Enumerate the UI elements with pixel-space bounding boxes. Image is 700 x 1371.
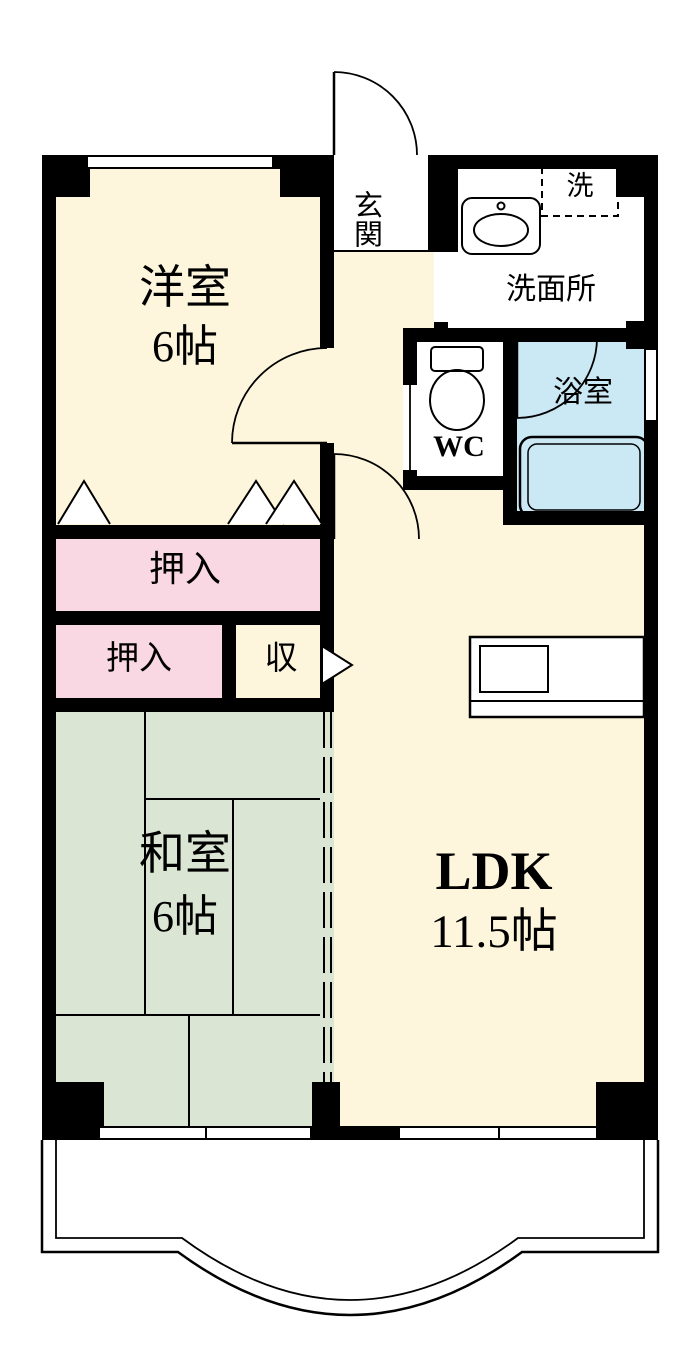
tatami-line xyxy=(188,1014,190,1126)
wall-wc-bath-divider xyxy=(503,328,517,525)
washing-machine-icon xyxy=(541,157,619,217)
block-bottom-mid xyxy=(312,1082,340,1140)
closet-lower-label: 押入 xyxy=(106,641,172,677)
wall-closet-bottom xyxy=(42,698,334,712)
wall-closet-mid xyxy=(42,611,334,625)
bath-door-arc xyxy=(515,337,598,419)
corner-block-bottom-right xyxy=(596,1082,658,1140)
window-western-top xyxy=(88,155,272,169)
western-room-label: 洋室 xyxy=(139,262,231,313)
entrance-label: 玄関 xyxy=(349,190,382,248)
tatami-line xyxy=(144,712,146,1014)
block-right-washroom-bath xyxy=(626,321,658,349)
corner-block-top-mid xyxy=(280,155,334,197)
room-wc-floor xyxy=(403,335,517,490)
window-ldk-bottom xyxy=(400,1126,596,1140)
laundry-label: 洗 xyxy=(566,171,594,201)
folding-door-icon xyxy=(57,479,323,525)
balcony-outline xyxy=(40,1140,660,1317)
western-room-size: 6帖 xyxy=(152,322,218,371)
block-entrance-washroom xyxy=(428,155,458,252)
window-japanese-bottom xyxy=(100,1126,310,1140)
wall-left xyxy=(42,155,56,1140)
entrance-door-arc xyxy=(332,71,418,156)
bath-label: 浴室 xyxy=(553,376,613,409)
ldk-label: LDK xyxy=(435,841,553,901)
japanese-room-size: 6帖 xyxy=(152,892,218,941)
room-closet-lower-floor xyxy=(42,611,236,712)
room-storage-floor xyxy=(222,611,334,712)
room-closet-upper-floor xyxy=(42,525,334,625)
wall-washroom-bottom xyxy=(403,328,658,342)
japanese-room-label: 和室 xyxy=(139,828,231,879)
ldk-door-arc xyxy=(332,453,420,540)
wall-closet-top xyxy=(42,525,334,539)
wall-western-hall-upper xyxy=(320,155,334,348)
storage-arrow-icon xyxy=(321,644,354,686)
closet-upper-label: 押入 xyxy=(148,549,221,589)
window-mullion xyxy=(498,1128,500,1138)
entrance-step-line xyxy=(334,250,428,252)
bathtub-icon xyxy=(518,435,650,519)
sliding-door-track xyxy=(323,712,332,1082)
window-bath-right xyxy=(644,350,658,420)
western-room-door-arc xyxy=(231,347,328,445)
window-mullion xyxy=(205,1128,207,1138)
washroom-label: 洗面所 xyxy=(506,273,596,306)
wall-closet-storage-divider xyxy=(222,611,236,712)
sink-icon xyxy=(461,197,541,255)
tatami-line xyxy=(232,798,234,1014)
corner-block-bottom-left xyxy=(42,1082,104,1140)
kitchen-counter-icon xyxy=(468,635,646,719)
wall-western-hall-lower xyxy=(320,443,334,712)
toilet-icon xyxy=(429,346,485,431)
ldk-size: 11.5帖 xyxy=(430,906,558,958)
room-bath-floor xyxy=(503,335,658,525)
room-western-floor xyxy=(42,155,334,539)
wall-wc-bottom xyxy=(403,476,517,490)
corner-block-top-left xyxy=(42,155,90,197)
corner-block-top-right xyxy=(616,155,658,197)
doorway-washroom xyxy=(434,252,448,322)
storage-label: 収 xyxy=(264,641,298,677)
wc-label: WC xyxy=(433,430,485,463)
